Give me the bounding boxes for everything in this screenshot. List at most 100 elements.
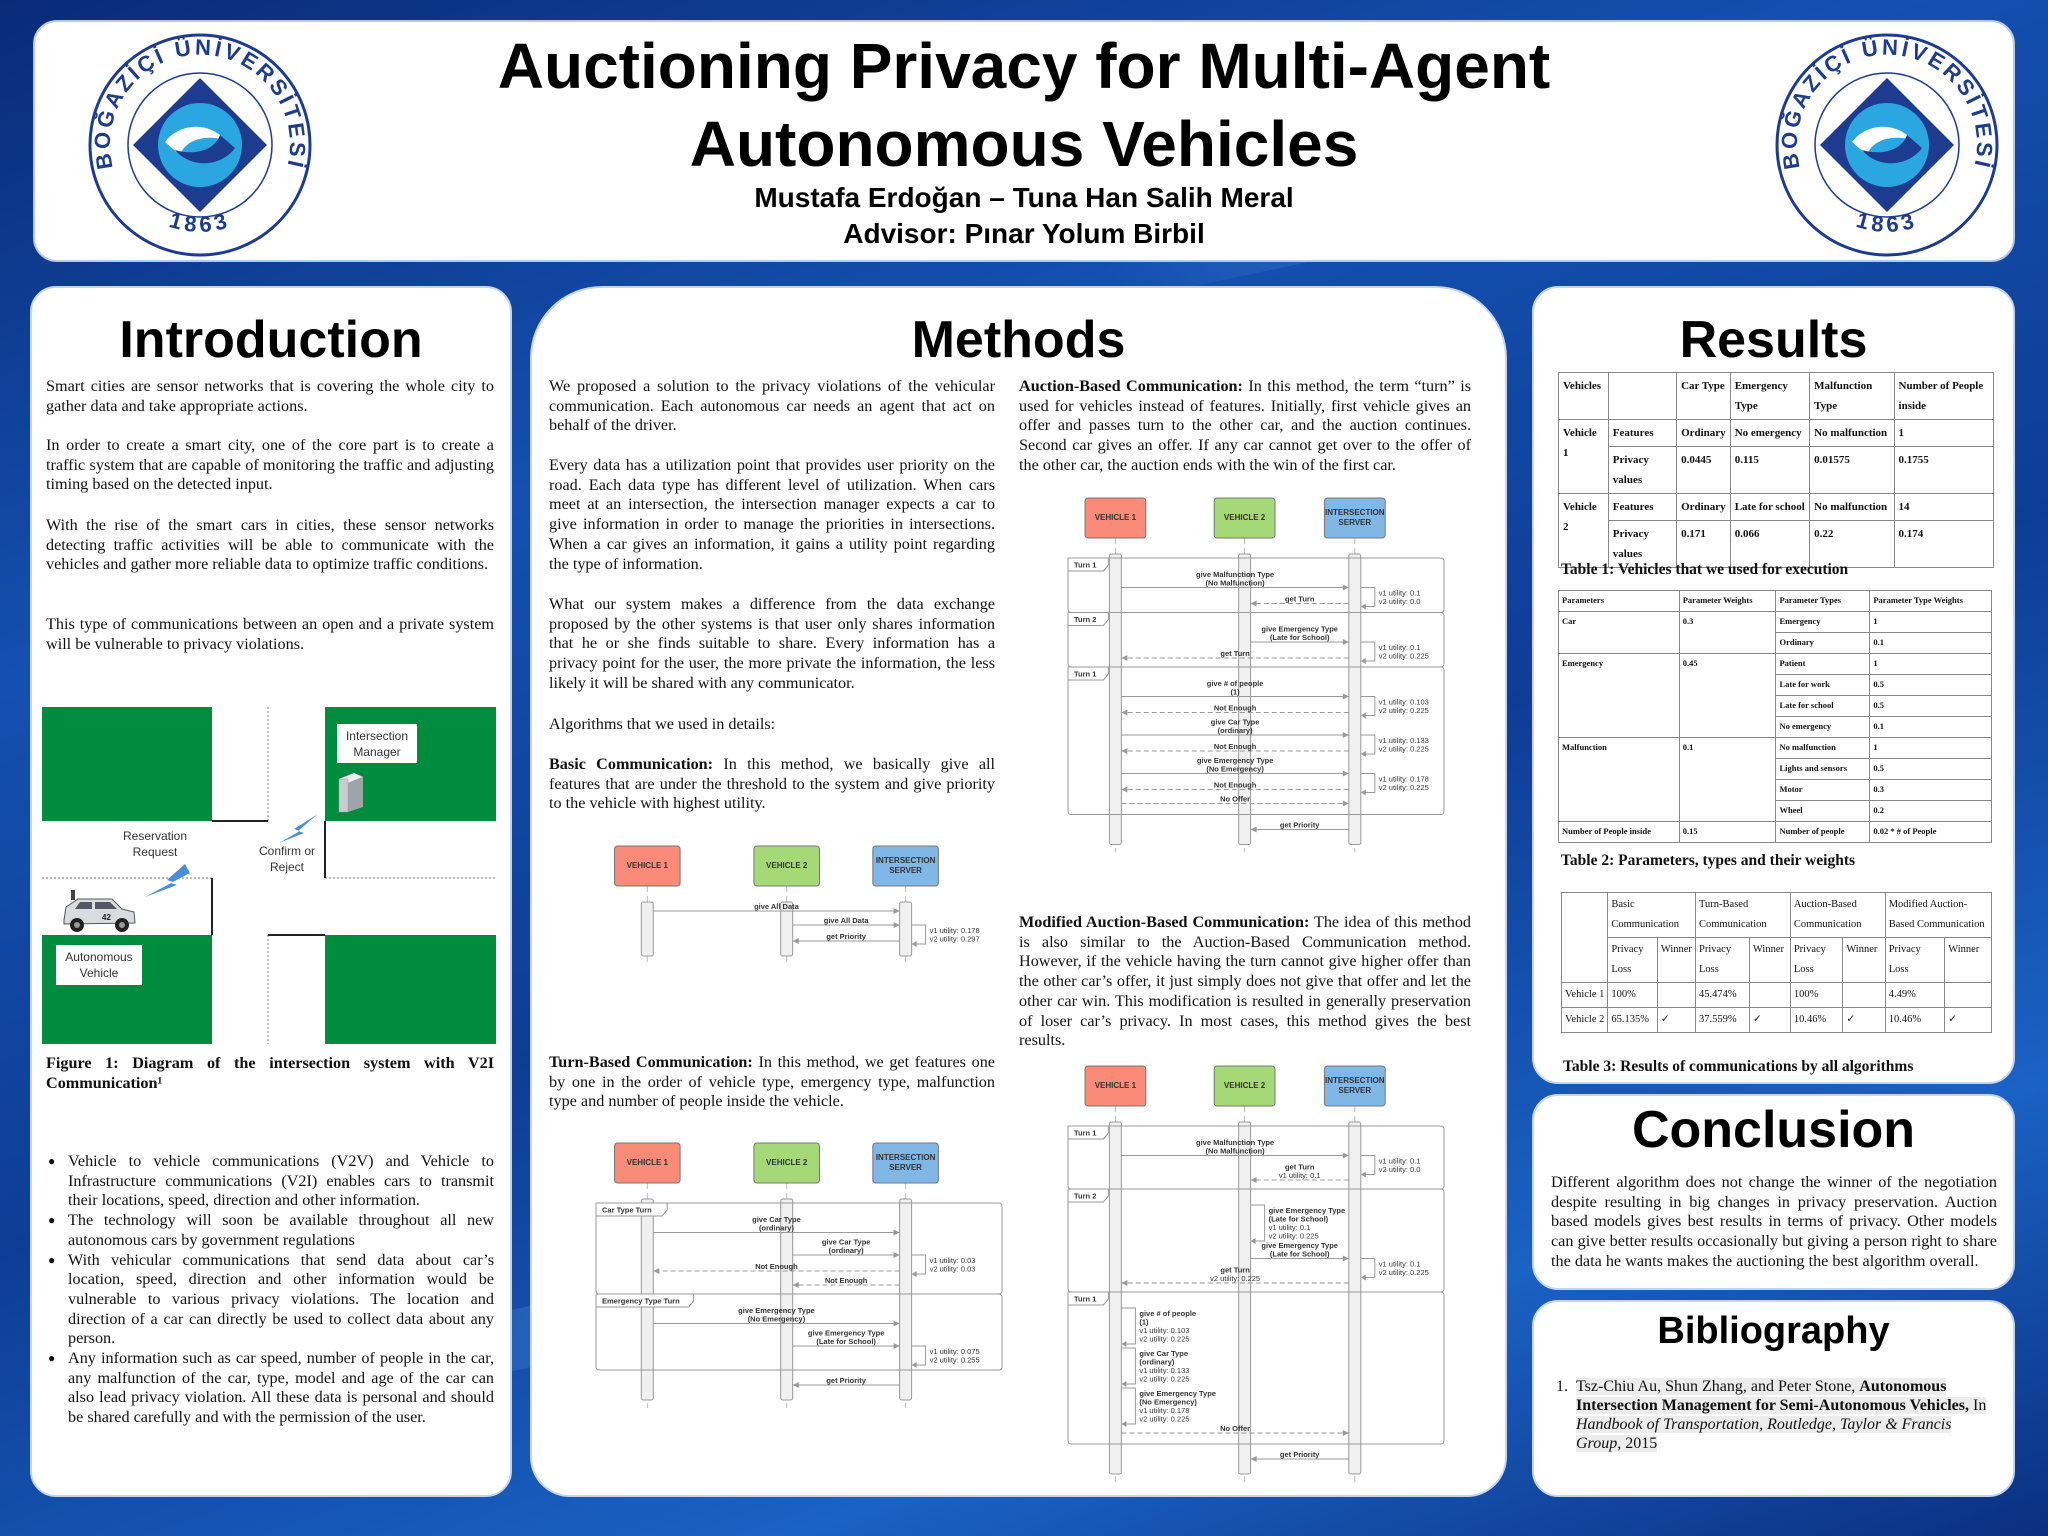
table-cell: 0.01575 [1809,446,1895,494]
arrowhead [1121,1381,1127,1387]
diagram-label: v2 utility: 0.225 [1269,1232,1319,1241]
arrowhead [911,1271,917,1277]
poster-title-line1: Auctioning Privacy for Multi-Agent [497,30,1551,102]
arrowhead [1342,1430,1349,1436]
self-message-arrow [1360,773,1376,793]
bibliography-entry: 1. Tsz-Chiu Au, Shun Zhang, and Peter St… [1556,1377,1991,1453]
table-cell: 0.3 [1678,611,1777,654]
diagram-label: v1 utility: 0.133 [1139,1366,1189,1375]
participant-label-container: VEHICLE 1 [1095,513,1136,522]
participant-box [1213,497,1276,539]
diagram-label: v2 utility: 0.03 [930,1265,976,1274]
activation-bar [1238,1121,1252,1475]
participant-box [614,1142,681,1184]
diagram-label: Not Enough [755,1262,798,1271]
arrowhead [1342,1152,1349,1159]
diagram-label: Not Enough [825,1276,868,1285]
diagram-label: No Offer [1220,1424,1250,1433]
participant-label: INTERSECTION SERVER [875,856,936,875]
self-message-arrow [1360,1258,1376,1278]
table-cell: 10.46% [1789,1007,1844,1033]
self-message-arrow [911,1345,927,1366]
table-cell: 1 [1869,737,1992,759]
table-cell: Car [1558,611,1680,654]
autonomous-car-icon: 42 [63,890,136,932]
table-cell: Winner [1944,937,1992,983]
diagram-label: v1 utility: 0.1 [1379,1157,1421,1166]
diagram-label: (Late for School) [1269,1215,1329,1224]
participant-label-container: INTERSECTION SERVER [875,856,936,875]
diagram-label: give Emergency Type [1261,625,1338,634]
participant-box [1084,497,1147,539]
participant-label: INTERSECTION SERVER [875,1153,936,1172]
participant-box [872,845,939,887]
diagram-label: (No Emergency) [1139,1398,1197,1407]
diagram-label: v1 utility: 0.178 [930,926,980,935]
diagram-label: v1 utility: 0.1 [1269,1223,1311,1232]
diagram-label: Turn 1 [1074,561,1096,570]
table-cell: Winner [1842,937,1886,983]
auction-communication-text: Auction-Based Communication: In this met… [1019,377,1471,476]
intro-paragraph: With the rise of the smart cars in citie… [46,516,494,574]
arrowhead [1250,1177,1257,1183]
table-cell [1560,892,1609,983]
table-cell: 1 [1893,419,1995,447]
bib-source: Handbook of Transportation, Routledge, T… [1576,1416,1952,1452]
diagram-label: get Turn [1285,595,1315,604]
diagram-label: (1) [1139,1318,1149,1327]
table-cell: 0.1 [1869,716,1992,738]
intro-paragraph: This type of communications between an o… [46,615,494,653]
table-cell: ✓ [1748,1007,1791,1033]
self-message-arrow [1250,1204,1266,1242]
methods-paragraph: Algorithms that we used in details: [549,715,776,733]
arrowhead [893,922,900,928]
table-cell: Auction-Based Communication [1789,892,1886,938]
table-cell: 0.2 [1869,800,1992,822]
activation-bar [780,1198,794,1401]
bullet-item: Any information such as car speed, numbe… [46,1349,494,1428]
diagram-label: v1 utility: 0.1 [1379,589,1421,598]
university-logo-right: BOĞAZİÇİ ÜNİVERSİTESİ 1863 [1775,33,1999,257]
table-cell: 1 [1869,611,1992,633]
table-cell: Emergency [1775,611,1871,633]
arrowhead [1121,1280,1128,1286]
frame-box [1067,1291,1445,1445]
participant-box [1323,497,1386,539]
diagram-label: (No Malfunction) [1206,1147,1266,1156]
table-cell: No malfunction [1809,493,1895,521]
turn-communication-text: Turn-Based Communication: In this method… [549,1053,995,1112]
arrowhead [1360,1274,1366,1281]
modified-title: Modified Auction-Based Communication: [1019,913,1310,931]
bib-in: In [1969,1397,1987,1414]
diagram-label: v2 utility: 0.255 [930,1356,980,1365]
diagram-label: Turn 1 [1074,1295,1096,1304]
diagram-label: v1 utility: 0.1 [1379,643,1421,652]
signal-bolt-icon [145,864,190,897]
svg-text:1863: 1863 [1854,207,1921,237]
table-cell: 0.171 [1676,520,1731,568]
bullet-item: The technology will soon be available th… [46,1211,494,1250]
confirm-reject-label: Confirm or Reject [258,844,315,874]
table-cell: 0.5 [1869,758,1992,780]
table-cell: 100% [1607,982,1658,1008]
table-cell: 10.46% [1884,1007,1946,1033]
participant-box [1213,1065,1276,1107]
arrowhead [893,1343,900,1349]
diagram-label: Turn 1 [1074,670,1096,679]
conclusion-heading: Conclusion [1631,1101,1916,1159]
arrowhead [1342,770,1349,777]
table-cell: Vehicle 1 [1558,419,1609,494]
table-cell: Vehicle 2 [1558,493,1609,568]
diagram-label: get Priority [1280,821,1320,830]
diagram-label: Car Type Turn [602,1206,652,1215]
table-cell: Privacy Loss [1884,937,1946,983]
diagram-label: get Turn [1285,1163,1315,1172]
authors: Mustafa Erdoğan – Tuna Han Salih Meral [754,182,1294,213]
